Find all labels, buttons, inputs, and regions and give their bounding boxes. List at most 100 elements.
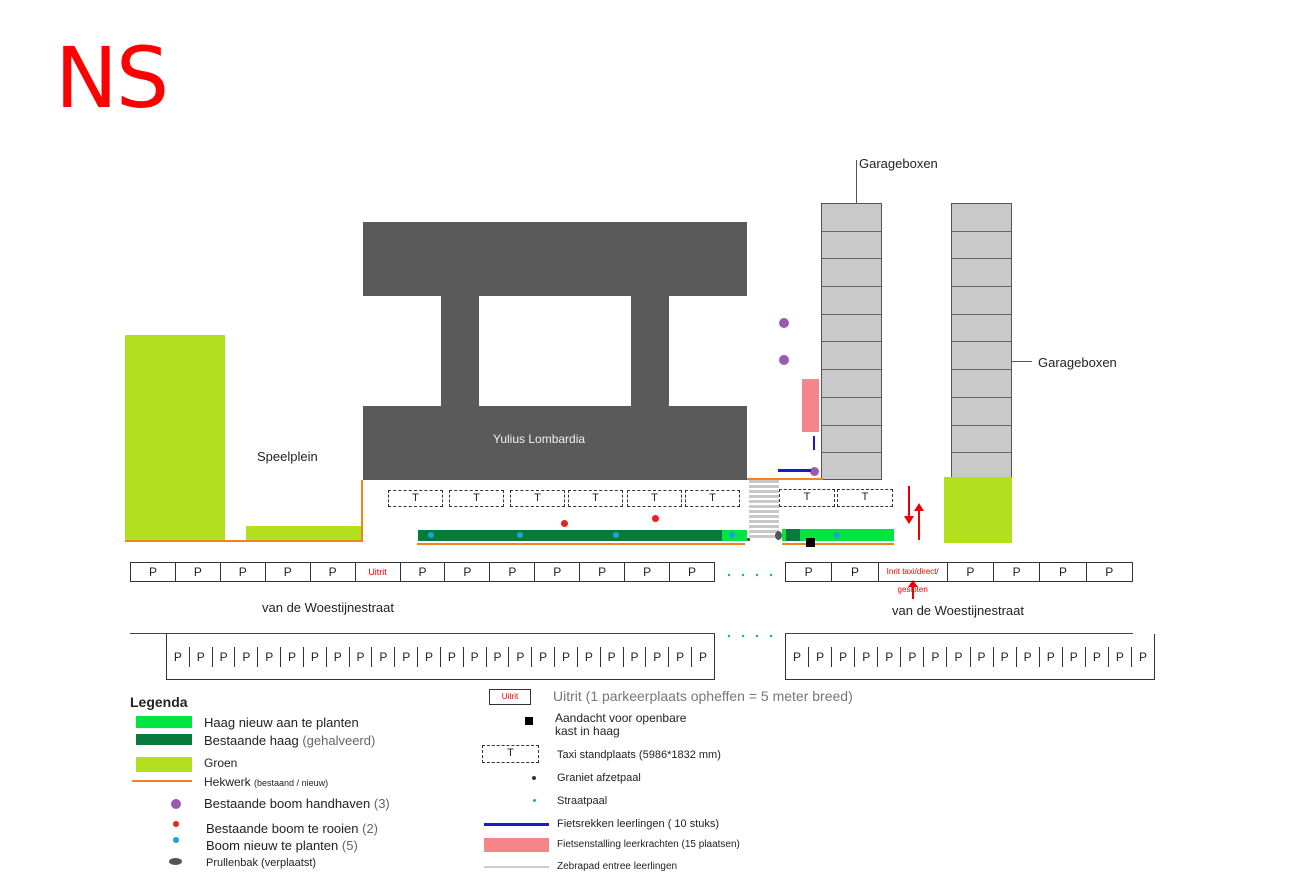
arrow-up-icon (918, 508, 920, 540)
taxi-stand: T (685, 490, 740, 507)
street-label-right: van de Woestijnestraat (892, 603, 1024, 618)
legend-item-label: Groen (204, 756, 238, 770)
legend-item-note: (gehalveerd) (302, 733, 376, 748)
parking-space: P (490, 563, 536, 581)
existing-hedge-swatch (136, 734, 192, 745)
arrow-entrance-head-icon (908, 580, 918, 587)
parking-row-top-right: P P Inrit taxi/direct/ gesloten P P P P (785, 562, 1133, 594)
legend-item-label: Bestaande boom te rooien (2) (206, 821, 379, 836)
legend-item-note: (2) (362, 821, 379, 836)
existing-hedge-right (786, 529, 800, 541)
parking-space: P (327, 646, 350, 667)
garage-block-right (951, 203, 1012, 480)
parking-space: P (688, 565, 697, 579)
courtyard-left (363, 296, 441, 406)
parking-space: P (786, 646, 810, 667)
parking-space: P (266, 563, 311, 581)
parking-space: P (281, 646, 304, 667)
tree-new-legend-icon (173, 837, 179, 843)
legend-item-note: (3) (373, 796, 390, 811)
legend-title: Legenda (130, 694, 188, 710)
fence-left (125, 540, 363, 542)
taxi-stand: T (449, 490, 504, 507)
new-hedge-swatch (136, 716, 192, 728)
tree-remove-icon (652, 515, 659, 522)
legend-item-note: (bestaand / nieuw) (254, 778, 329, 788)
existing-hedge-left (418, 530, 722, 541)
legend-item-label: Fietsenstalling leerkrachten (15 plaatse… (557, 839, 740, 850)
parking-space: P (669, 646, 693, 667)
parking-space: P (601, 646, 624, 667)
parking-space: P (213, 646, 236, 667)
granite-post-icon (747, 538, 750, 541)
parking-space: P (395, 646, 419, 667)
green-area-left (125, 335, 225, 541)
parking-space: P (304, 646, 327, 667)
green-swatch (136, 757, 192, 772)
legend-item-label: Haag nieuw aan te planten (204, 715, 359, 730)
garage-block-left (821, 203, 882, 480)
street-posts (722, 634, 778, 638)
parking-space: P (1040, 563, 1087, 581)
parking-space: P (1086, 646, 1109, 667)
legend-item-label: Fietsrekken leerlingen ( 10 stuks) (557, 818, 720, 830)
fence-left-vertical (361, 480, 363, 542)
parking-space: P (901, 646, 925, 667)
arrow-down-icon (908, 486, 910, 520)
parking-space: P (176, 563, 221, 581)
parking-space: P (832, 646, 856, 667)
parking-space: P (1040, 646, 1063, 667)
fence-hedge-right (782, 543, 894, 545)
tree-new-icon (834, 532, 840, 538)
tree-new-icon (729, 532, 735, 538)
tree-remove-legend-icon (173, 821, 179, 827)
legend-item-label: Bestaande boom handhaven (3) (204, 796, 390, 811)
tree-new-icon (428, 532, 434, 538)
parking-space: P (532, 646, 556, 667)
green-area-right (944, 477, 1012, 543)
parking-space: P (535, 563, 581, 581)
legend-item-label: Taxi standplaats (5986*1832 mm) (557, 749, 721, 761)
tree-keep-icon (779, 318, 789, 328)
curb-line-right (785, 633, 1133, 634)
tree-new-icon (517, 532, 523, 538)
street-posts (722, 573, 778, 577)
parking-space: P (971, 646, 994, 667)
zebra-crossing (749, 480, 779, 540)
parking-space: P (1063, 646, 1086, 667)
parking-space: P (625, 563, 671, 581)
parking-space: P (994, 563, 1041, 581)
tree-keep-legend-icon (171, 799, 181, 809)
parking-space: P (555, 646, 578, 667)
playground-label: Speelplein (257, 449, 318, 464)
parking-space: P (624, 646, 647, 667)
legend-item-label: Bestaande haag (gehalveerd) (204, 733, 376, 748)
ns-logo: NS (55, 29, 169, 127)
courtyard-right (669, 296, 747, 406)
tree-new-icon (613, 532, 619, 538)
tree-keep-icon (779, 355, 789, 365)
curb-line-left (130, 633, 715, 634)
taxi-stand: T (627, 490, 682, 507)
public-cabinet-icon (806, 538, 815, 547)
fence-top-right (747, 478, 823, 480)
teacher-bike-storage (802, 379, 819, 432)
parking-space: P (372, 646, 396, 667)
legend-item-label: Graniet afzetpaal (557, 772, 641, 784)
building-label: Yulius Lombardia (493, 432, 586, 446)
parking-space: P (190, 646, 213, 667)
parking-space: P (131, 563, 176, 581)
parking-space: P (786, 563, 833, 581)
fence-hedge-left (417, 543, 745, 545)
taxi-stand: T (779, 489, 835, 507)
parking-space: P (311, 563, 356, 581)
parking-space: P (401, 563, 446, 581)
parking-space: P (698, 649, 707, 664)
zebra-legend-line (484, 866, 549, 868)
parking-space: P (509, 646, 533, 667)
legend-item-label: Straatpaal (557, 795, 608, 807)
street-label-left: van de Woestijnestraat (262, 600, 394, 615)
parking-space: P (258, 646, 282, 667)
legend-item-label: Zebrapad entree leerlingen (557, 861, 678, 872)
